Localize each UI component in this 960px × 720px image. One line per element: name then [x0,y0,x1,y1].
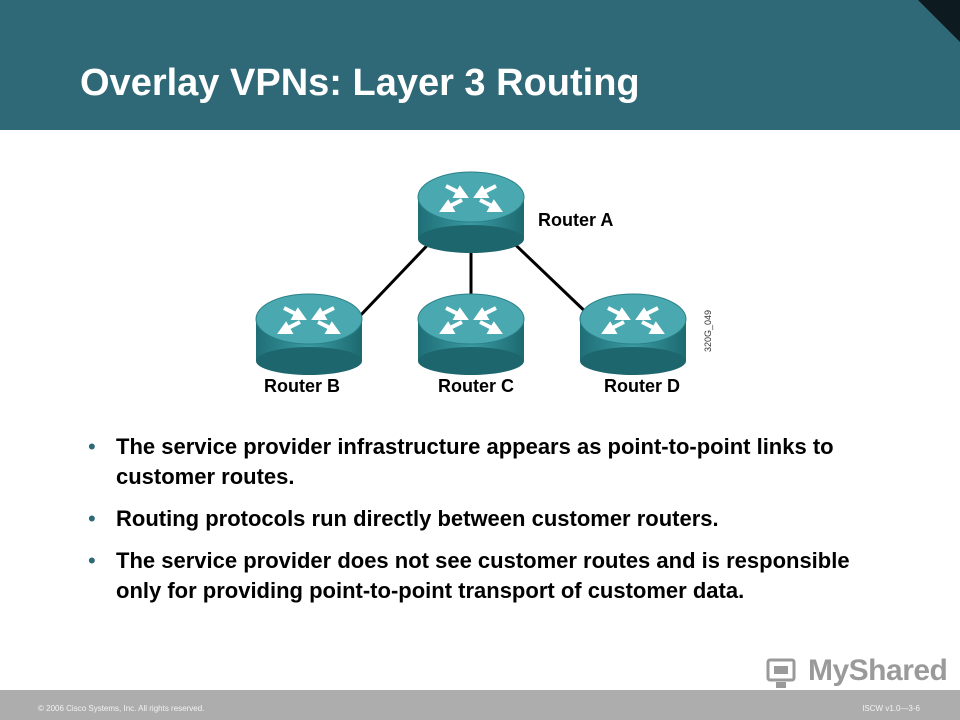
router-b-icon [255,293,363,375]
bullet-item: Routing protocols run directly between c… [88,504,900,534]
network-diagram: Router A Router B Router C Router D [255,171,687,396]
bullet-item: The service provider does not see custom… [88,546,900,606]
bullet-list: The service provider infrastructure appe… [88,432,900,618]
slide-title: Overlay VPNs: Layer 3 Routing [80,62,640,104]
router-d-label: Router D [604,376,680,396]
copyright-text: © 2006 Cisco Systems, Inc. All rights re… [38,704,205,713]
bullet-item: The service provider infrastructure appe… [88,432,900,492]
router-d-icon [579,293,687,375]
figure-code: 320G_049 [703,309,713,352]
course-code: ISCW v1.0—3-6 [862,704,920,713]
footer-bar [0,690,960,720]
router-c-icon [417,293,525,375]
router-a-label: Router A [538,210,613,230]
watermark-text: MyShared [808,654,948,687]
link-a-d [500,230,594,320]
router-a-icon [417,171,525,253]
myshared-logo-icon [766,658,796,688]
router-b-label: Router B [264,376,340,396]
corner-decoration [918,0,960,42]
router-c-label: Router C [438,376,514,396]
title-bar: Overlay VPNs: Layer 3 Routing [0,0,960,130]
